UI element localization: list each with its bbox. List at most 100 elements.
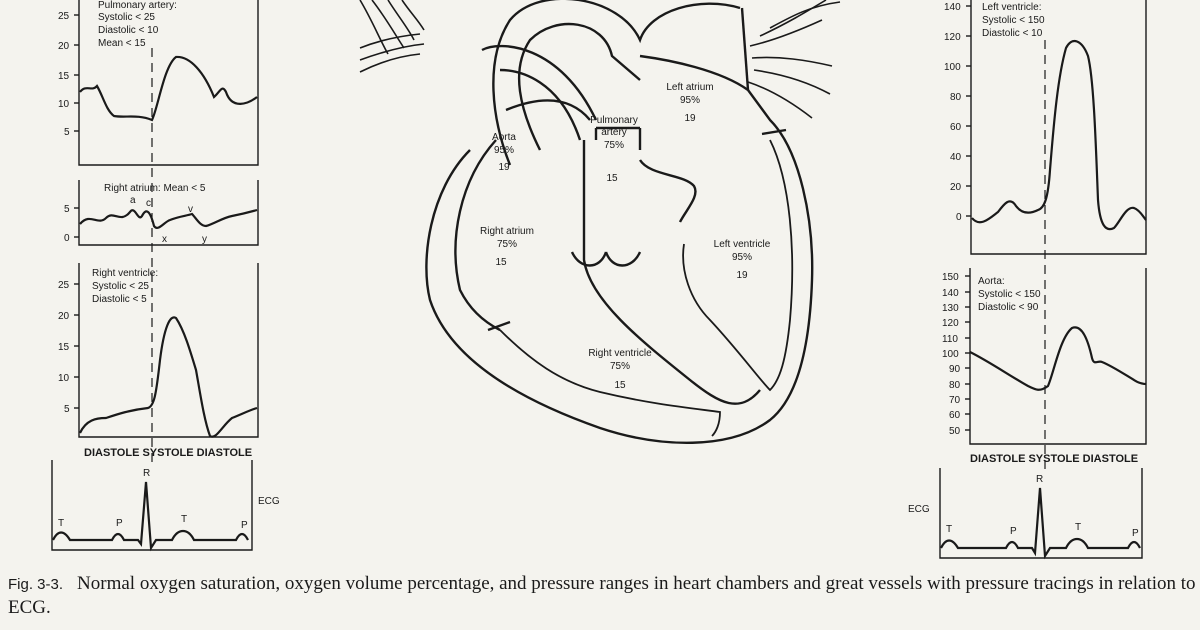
ra-axis [78, 180, 259, 246]
ecg-right-t2: T [1075, 522, 1081, 533]
figure-caption: Fig. 3-3.Normal oxygen saturation, oxyge… [8, 572, 1196, 619]
aorta-saturation: 95% [494, 145, 514, 156]
ecg-left-p1: P [116, 518, 123, 529]
pa-tick-25: 25 [58, 11, 70, 22]
pa-tick-10: 10 [58, 99, 70, 110]
ecg-right-p1: P [1010, 526, 1017, 537]
panel-annotations: Pulmonary artery: Systolic < 25 Diastoli… [84, 0, 1138, 465]
right-ventricle-saturation: 75% [610, 361, 630, 372]
aorta-pressure-trace [969, 326, 1147, 391]
ra-tick-0: 0 [64, 233, 70, 244]
heart-diagram [359, 0, 841, 444]
ecg-label-right: ECG [908, 504, 930, 515]
pa-diastolic: Diastolic < 10 [98, 25, 159, 36]
pa-mean: Mean < 15 [98, 38, 146, 49]
rv-tick-25: 25 [58, 280, 70, 291]
lv-tick-80: 80 [950, 92, 962, 103]
pulmonary-trunk [481, 44, 598, 141]
lv-ticks [966, 5, 971, 217]
pa-axis [78, 0, 259, 166]
ao-tick-60: 60 [949, 410, 961, 421]
ecg-left-p2: P [241, 520, 248, 531]
lv-tick-0: 0 [956, 212, 962, 223]
pa-pressure-trace [79, 55, 258, 122]
left-ventricle-panel [966, 0, 1147, 255]
lv-tick-120: 120 [944, 32, 961, 43]
pulmonary-artery-name-2: artery [601, 127, 627, 138]
pulmonary-artery-name-1: Pulmonary [590, 115, 638, 126]
figure-canvas: 25 20 15 10 5 5 0 25 20 15 10 5 140 120 … [51, 0, 1147, 560]
ao-diastolic: Diastolic < 90 [978, 302, 1039, 313]
ecg-label-left: ECG [258, 496, 280, 507]
left-atrium-floor [638, 159, 697, 223]
left-pulmonary-vessels [359, 0, 425, 73]
lv-diastolic: Diastolic < 10 [982, 28, 1043, 39]
left-atrium-name: Left atrium [666, 82, 713, 93]
ra-tick-5: 5 [64, 204, 70, 215]
ao-tick-100: 100 [942, 349, 959, 360]
ecg-panel-left [51, 460, 253, 552]
right-ventricle-volume: 15 [614, 380, 626, 391]
right-ventricle-panel [74, 263, 259, 438]
rv-tick-5: 5 [64, 404, 70, 415]
lv-tick-140: 140 [944, 2, 961, 13]
ra-wave-x: x [162, 234, 167, 245]
pa-tick-5: 5 [64, 127, 70, 138]
left-ventricle-inner [682, 139, 794, 392]
heart-chamber-labels: Aorta 95% 19 Pulmonary artery 75% 15 Lef… [480, 82, 771, 391]
ecg-axis-right [939, 468, 1143, 559]
lv-tick-60: 60 [950, 122, 962, 133]
axis-tick-labels: 25 20 15 10 5 5 0 25 20 15 10 5 140 120 … [58, 2, 962, 437]
ecg-right-r: R [1036, 474, 1043, 485]
ra-pressure-trace [79, 208, 258, 229]
ecg-labels: ECG T P R T P ECG T P R T P [58, 468, 1139, 539]
ecg-left-t2: T [181, 514, 187, 525]
ao-ticks [965, 275, 970, 431]
lv-tick-20: 20 [950, 182, 962, 193]
ecg-right-p2: P [1132, 528, 1139, 539]
ecg-trace-left [52, 481, 249, 552]
rv-tick-15: 15 [58, 342, 70, 353]
ra-wave-a: a [130, 195, 136, 206]
ra-wave-y: y [202, 234, 207, 245]
valve-left [761, 128, 787, 136]
rv-axis [78, 263, 259, 438]
aorta-panel [965, 268, 1147, 445]
right-pulmonary-vessels [747, 0, 841, 119]
phase-label-right: DIASTOLE SYSTOLE DIASTOLE [970, 453, 1138, 465]
left-atrium-saturation: 95% [680, 95, 700, 106]
left-atrium-volume: 19 [684, 113, 696, 124]
ao-axis [969, 268, 1147, 445]
ao-tick-120: 120 [942, 318, 959, 329]
aortic-arch [492, 0, 741, 166]
rv-title: Right ventricle: [92, 268, 158, 279]
lv-systolic: Systolic < 150 [982, 15, 1045, 26]
ecg-left-t1: T [58, 518, 64, 529]
left-ventricle-volume: 19 [736, 270, 748, 281]
pa-title: Pulmonary artery: [98, 0, 177, 11]
lv-tick-100: 100 [944, 62, 961, 73]
rv-ticks [74, 283, 79, 409]
ecg-right-t1: T [946, 524, 952, 535]
ao-tick-110: 110 [942, 334, 958, 345]
lv-title: Left ventricle: [982, 2, 1041, 13]
lv-axis [970, 0, 1147, 255]
pulmonary-artery-saturation: 75% [604, 140, 624, 151]
right-ventricle-inner [499, 329, 721, 437]
left-ventricle-name: Left ventricle [714, 239, 771, 250]
ra-wave-v: v [188, 204, 193, 215]
pulmonary-artery-panel [74, 0, 259, 166]
pa-tick-15: 15 [58, 71, 70, 82]
left-ventricle-saturation: 95% [732, 252, 752, 263]
right-atrium-name: Right atrium [480, 226, 534, 237]
right-atrium-panel [74, 180, 259, 246]
rv-pressure-trace [79, 316, 258, 438]
phase-label-left: DIASTOLE SYSTOLE DIASTOLE [84, 447, 252, 459]
ra-title: Right atrium: Mean < 5 [104, 183, 206, 194]
rv-tick-20: 20 [58, 311, 70, 322]
rv-diastolic: Diastolic < 5 [92, 294, 147, 305]
ecg-axis-left [51, 460, 253, 551]
heart-outline [425, 54, 814, 444]
right-atrium-saturation: 75% [497, 239, 517, 250]
